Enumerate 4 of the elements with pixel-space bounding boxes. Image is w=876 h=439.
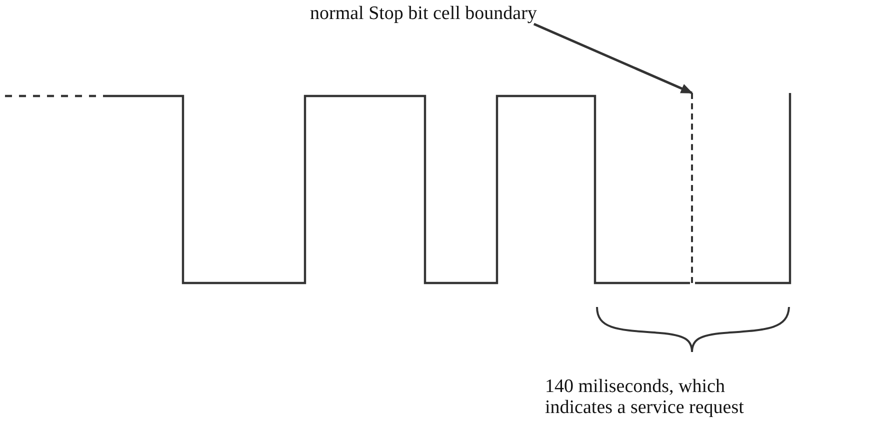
duration-note: 140 miliseconds, which indicates a service request xyxy=(545,376,745,418)
leader-arrow xyxy=(533,22,693,94)
dashed-boundary-line xyxy=(691,93,693,283)
annotation-text: normal Stop bit cell boundary xyxy=(310,3,537,25)
